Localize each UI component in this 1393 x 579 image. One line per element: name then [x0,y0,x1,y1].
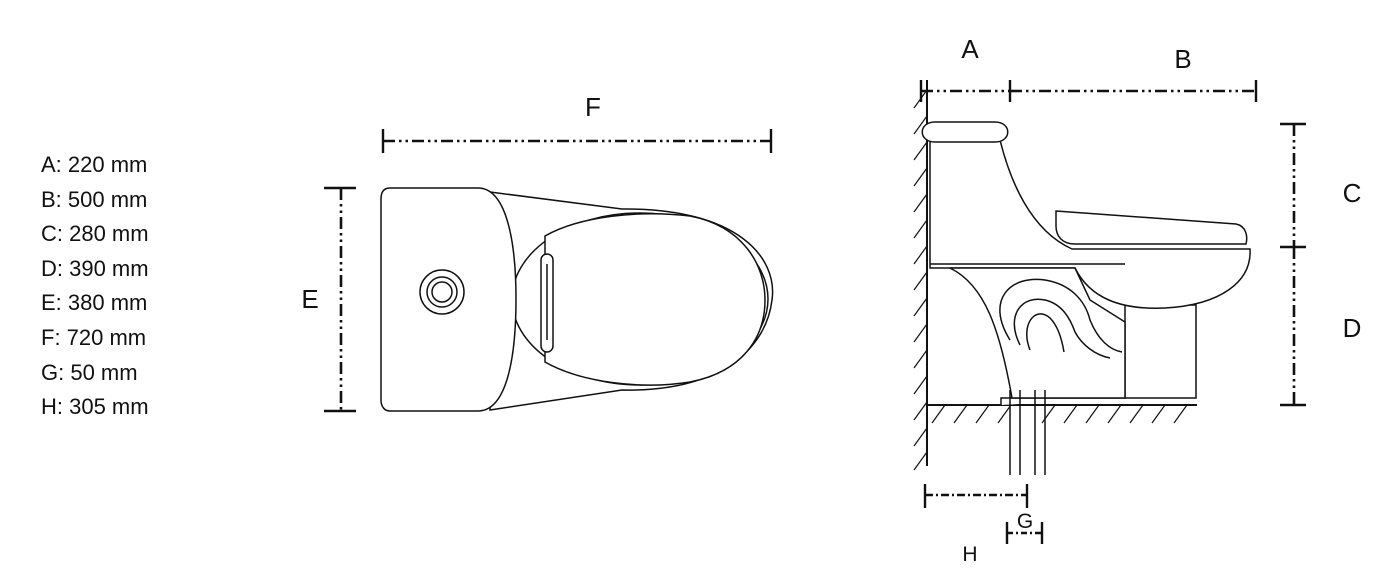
label-e: E [301,284,318,314]
spec-a: A: 220 mm [41,152,148,177]
label-c: C [1343,178,1362,208]
dimension-c-line [1280,122,1306,249]
label-f: F [585,92,601,122]
dimension-e-line [324,186,356,413]
dimension-b-line [1010,80,1258,102]
drain-pipe [1009,390,1046,475]
top-view: F E [301,92,774,413]
side-view: A B C D [913,34,1362,566]
toilet-body [929,139,1251,309]
label-g: G [1017,510,1033,533]
spec-c: C: 280 mm [41,221,149,247]
dimension-g-line [1005,522,1044,544]
spec-d: D: 390 mm [41,255,149,281]
label-a: A [961,34,979,64]
dimension-h-line [923,484,1029,508]
spec-g: G: 50 mm [41,359,138,385]
label-d: D [1343,313,1362,343]
label-b: B [1174,44,1191,74]
seat-lid-side [1055,210,1248,245]
base-pedestal [1000,304,1197,405]
floor-hatching [931,404,1188,424]
spec-b: B: 500 mm [41,186,148,212]
tank-side [921,121,1009,143]
spec-h: H: 305 mm [41,394,149,420]
dimension-spec-list: A: 220 mm B: 500 mm C: 280 mm D: 390 mm … [41,148,149,425]
dimension-d-line [1280,247,1306,407]
dimension-f-line [381,129,773,153]
label-h: H [962,543,977,566]
dimension-a-line [919,80,1012,102]
seat-lid [544,213,766,386]
wall-hatching [913,89,928,471]
trapway [999,278,1123,359]
spec-e: E: 380 mm [41,290,148,316]
spec-f: F: 720 mm [41,324,147,350]
flush-button-icon [419,269,465,315]
